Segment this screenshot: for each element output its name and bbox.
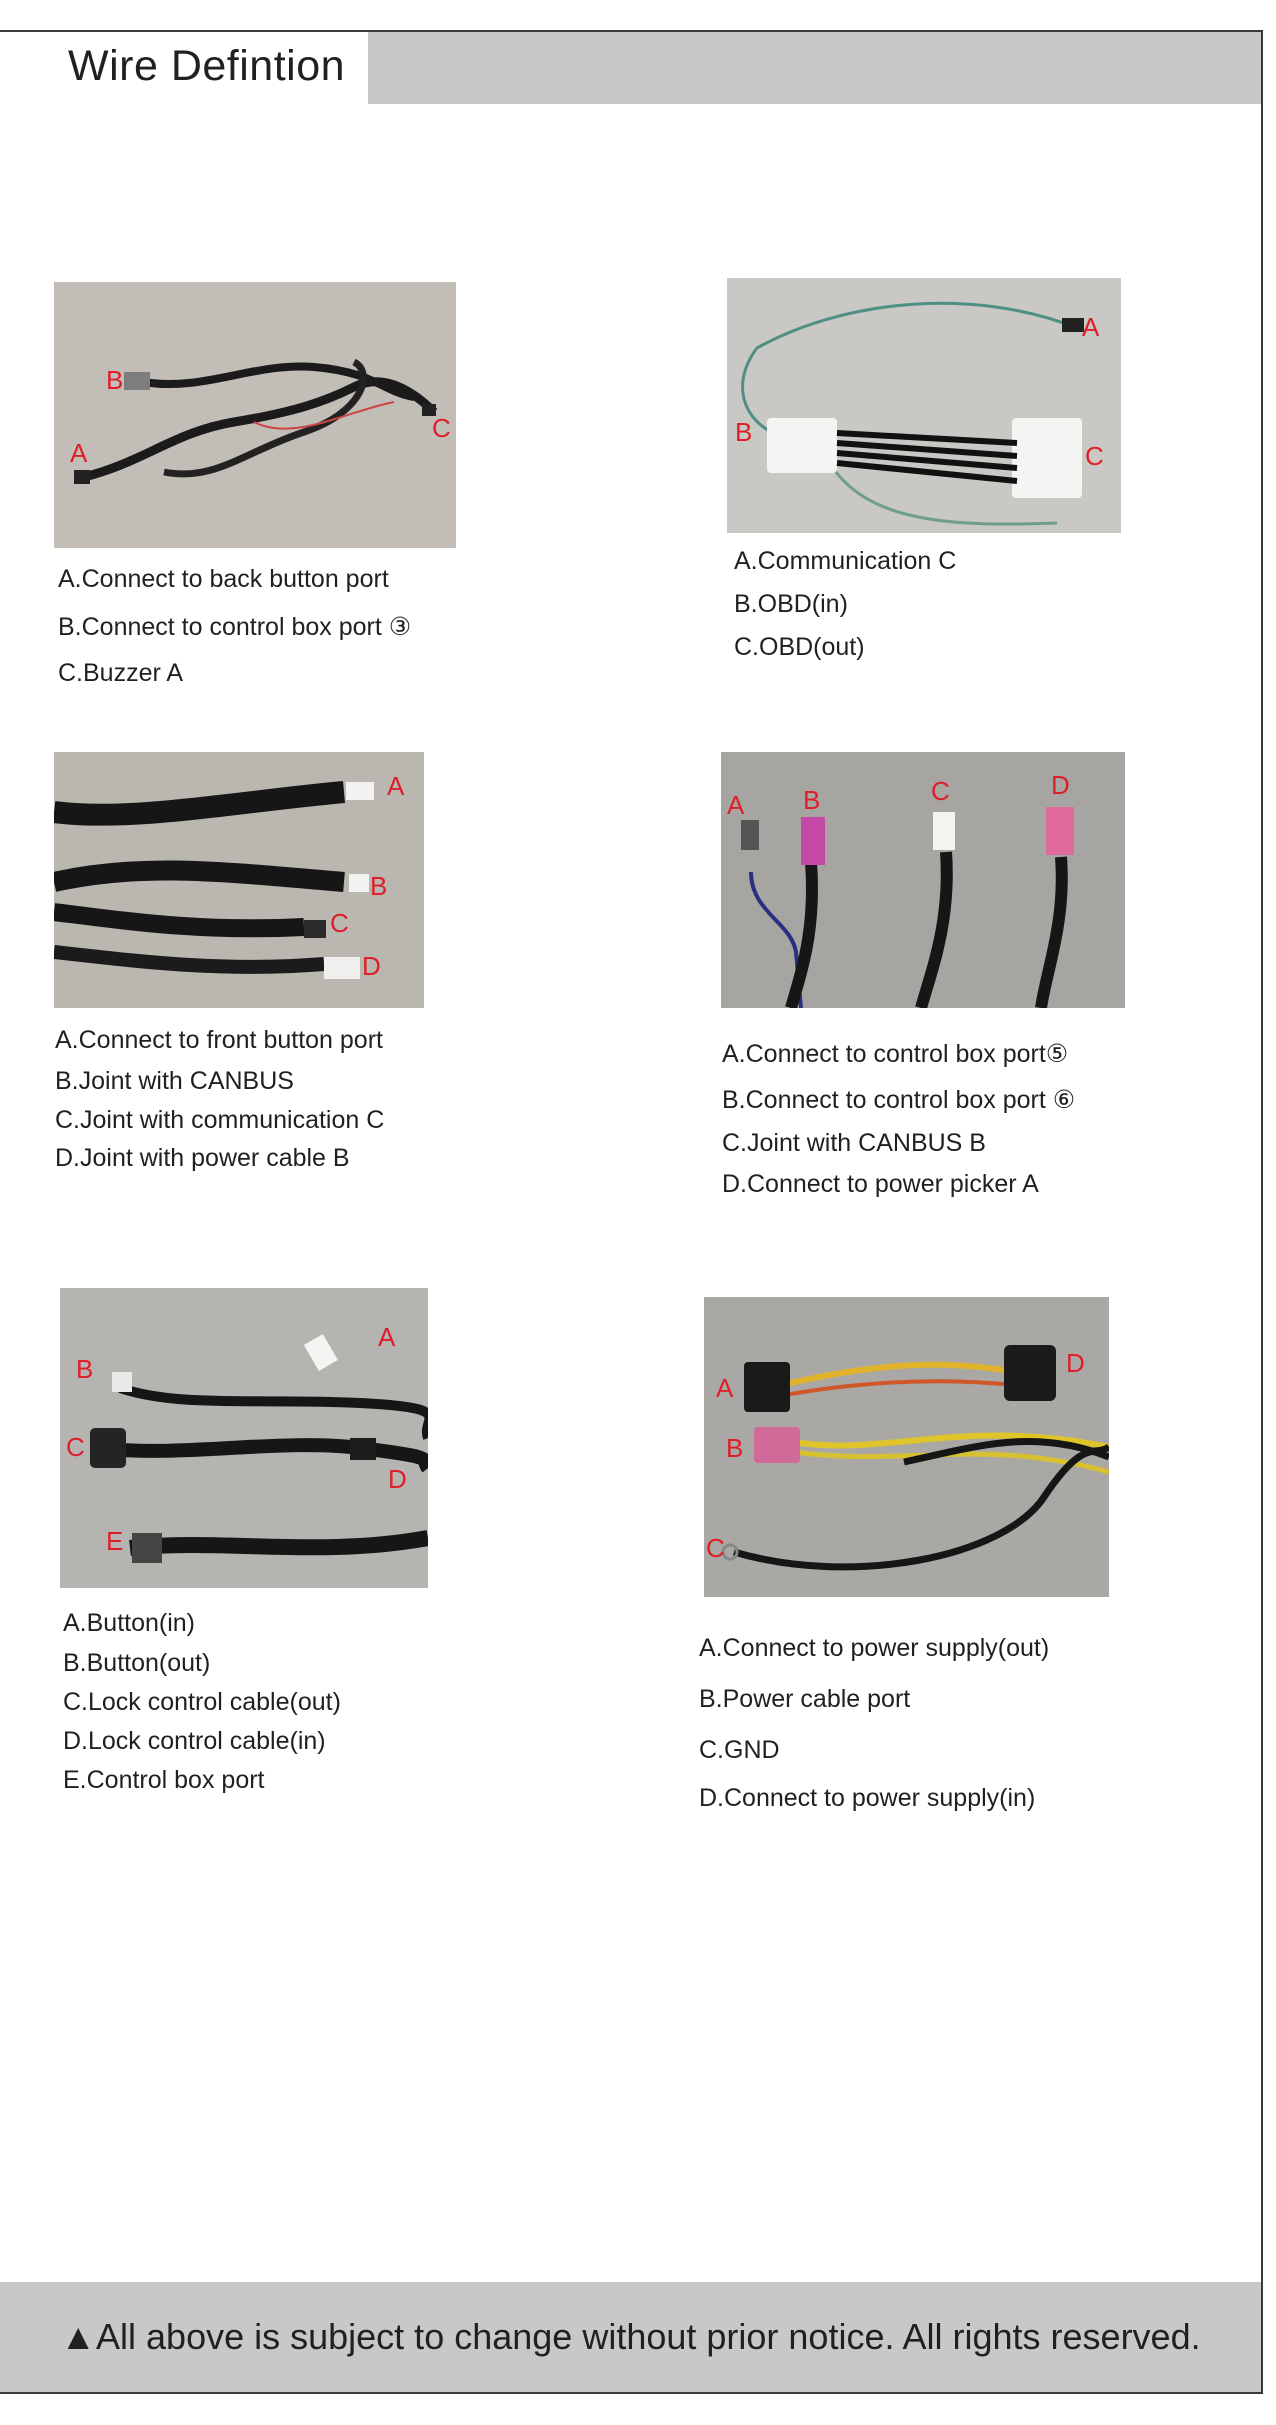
photo-label: C xyxy=(66,1432,85,1462)
caption-list-3: A.Connect to front button port B.Joint w… xyxy=(55,1026,475,1176)
photo-label: C xyxy=(432,413,451,443)
photo-label: E xyxy=(106,1526,123,1556)
photo-label: B xyxy=(106,365,123,395)
photo-label: B xyxy=(803,785,820,815)
caption-item: B.Button(out) xyxy=(63,1649,211,1677)
photo-label: D xyxy=(388,1464,407,1494)
caption-item: A.Button(in) xyxy=(63,1609,196,1637)
photo-label: A xyxy=(1082,312,1100,342)
caption-item: C.Joint with communication C xyxy=(55,1106,385,1134)
caption-item: D.Connect to power picker A xyxy=(722,1170,1039,1198)
caption-item: C.OBD(out) xyxy=(734,633,865,661)
photo-label: A xyxy=(70,438,88,468)
photo-label: B xyxy=(370,871,387,901)
caption-item: D.Lock control cable(in) xyxy=(63,1727,326,1755)
caption-item: C.Joint with CANBUS B xyxy=(722,1129,986,1157)
caption-item: D.Joint with power cable B xyxy=(55,1144,350,1172)
wire-photo-3: A B C D xyxy=(54,752,424,1008)
footer-bar: ▲All above is subject to change without … xyxy=(0,2282,1261,2392)
photo-label: A xyxy=(716,1373,734,1403)
photo-label: A xyxy=(727,790,745,820)
photo-label: A xyxy=(387,771,405,801)
caption-item: A.Communication C xyxy=(734,547,957,575)
photo-label: D xyxy=(362,951,381,981)
caption-list-1: A.Connect to back button port B.Connect … xyxy=(58,565,478,695)
caption-list-2: A.Communication C B.OBD(in) C.OBD(out) xyxy=(734,547,1154,677)
caption-item: B.OBD(in) xyxy=(734,590,848,618)
photo-label: D xyxy=(1051,770,1070,800)
photo-label: C xyxy=(1085,441,1104,471)
caption-item: B.Power cable port xyxy=(699,1685,911,1713)
photo-label: C xyxy=(706,1533,725,1563)
photo-label: C xyxy=(931,776,950,806)
footer-notice: ▲All above is subject to change without … xyxy=(60,2316,1201,2357)
wire-photo-1: B A C xyxy=(54,282,456,548)
photo-label: D xyxy=(1066,1348,1085,1378)
caption-item: A.Connect to control box port⑤ xyxy=(722,1040,1069,1068)
page-title: Wire Defintion xyxy=(68,42,346,90)
caption-item: C.GND xyxy=(699,1736,780,1764)
caption-list-6: A.Connect to power supply(out) B.Power c… xyxy=(699,1634,1159,1814)
caption-item: B.Connect to control box port ③ xyxy=(58,613,412,641)
wire-photo-5: A B C D E xyxy=(60,1288,428,1588)
caption-item: B.Joint with CANBUS xyxy=(55,1067,294,1095)
page-frame xyxy=(0,30,1263,2394)
caption-list-4: A.Connect to control box port⑤ B.Connect… xyxy=(722,1039,1182,1198)
caption-item: A.Connect to power supply(out) xyxy=(699,1634,1050,1662)
wire-photo-2: A B C xyxy=(727,278,1121,533)
photo-label: A xyxy=(378,1322,396,1352)
caption-item: C.Lock control cable(out) xyxy=(63,1688,341,1716)
caption-item: E.Control box port xyxy=(63,1766,265,1794)
caption-item: A.Connect to front button port xyxy=(55,1026,383,1054)
caption-list-5: A.Button(in) B.Button(out) C.Lock contro… xyxy=(63,1609,483,1794)
caption-item: A.Connect to back button port xyxy=(58,565,389,593)
photo-label: C xyxy=(330,908,349,938)
photo-label: B xyxy=(76,1354,93,1384)
photo-label: B xyxy=(726,1433,743,1463)
wire-photo-6: A D B C xyxy=(704,1297,1109,1597)
caption-item: D.Connect to power supply(in) xyxy=(699,1784,1036,1812)
photo-label: B xyxy=(735,417,752,447)
caption-item: B.Connect to control box port ⑥ xyxy=(722,1086,1076,1114)
caption-item: C.Buzzer A xyxy=(58,659,184,687)
title-bar xyxy=(368,32,1261,104)
wire-photo-4: A B C D xyxy=(721,752,1125,1008)
